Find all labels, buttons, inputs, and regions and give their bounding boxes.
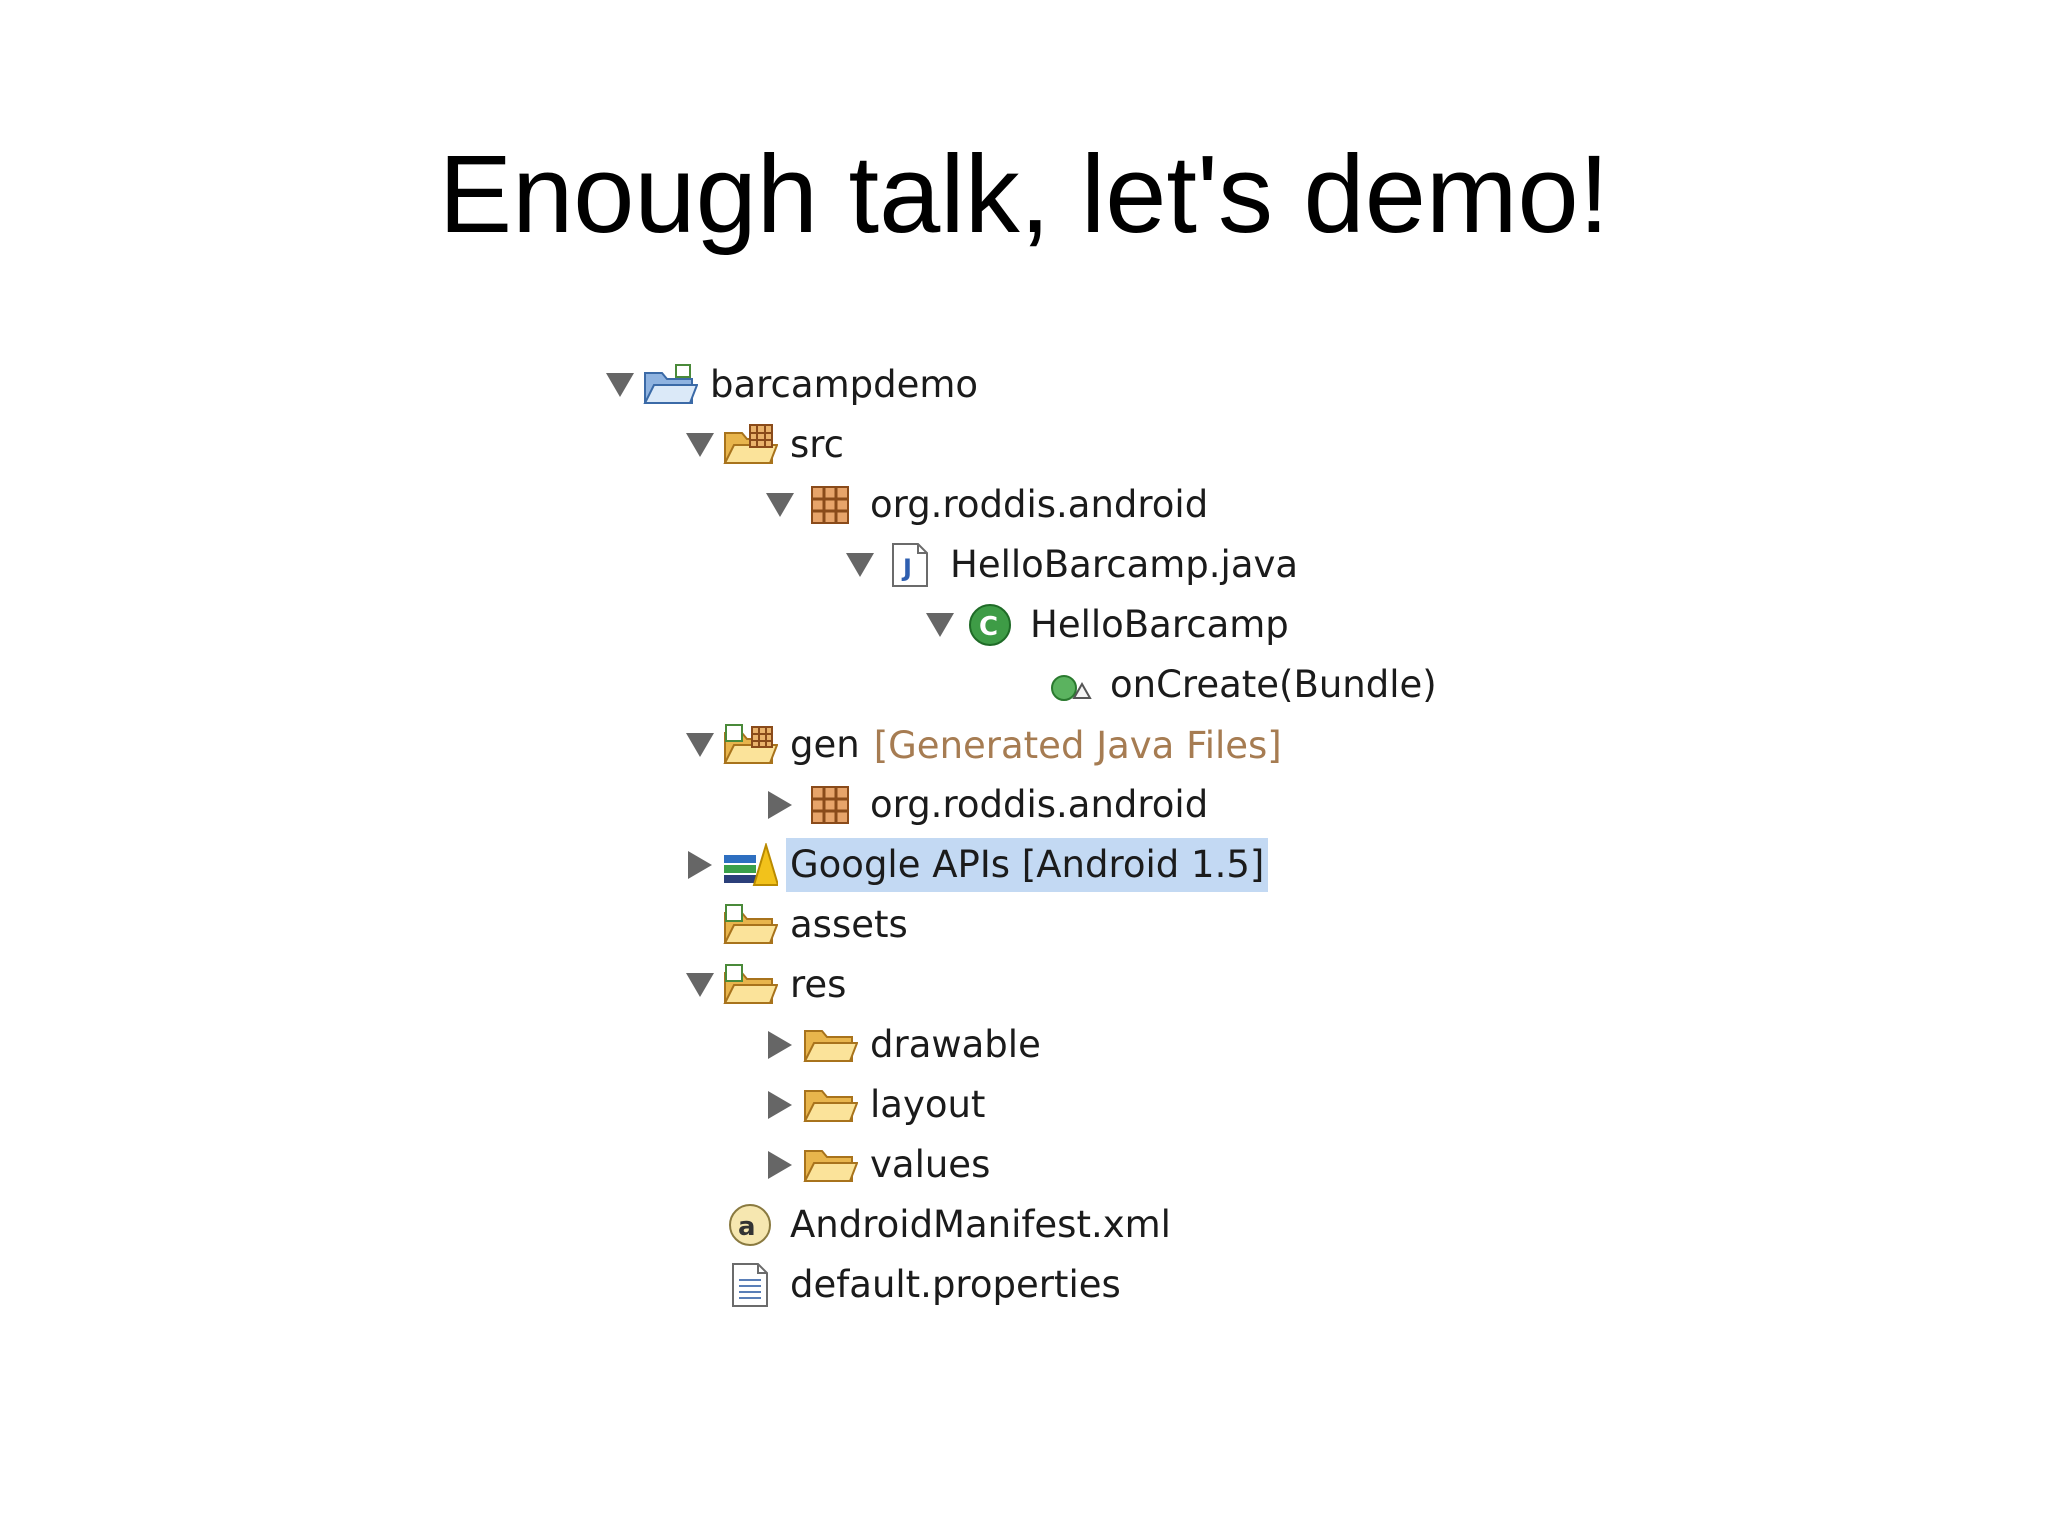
tree-node-gen-package[interactable]: org.roddis.android — [760, 775, 1212, 835]
resource-folder-icon — [720, 955, 780, 1015]
tree-node-values[interactable]: values — [760, 1135, 994, 1195]
tree-node-label: gen — [790, 723, 860, 766]
tree-node-label: default.properties — [790, 1263, 1121, 1306]
expanded-arrow-icon[interactable] — [760, 475, 800, 535]
tree-node-label: onCreate(Bundle) — [1110, 663, 1437, 706]
android-manifest-icon: a — [720, 1195, 780, 1255]
collapsed-arrow-icon[interactable] — [760, 1135, 800, 1195]
tree-node-label: org.roddis.android — [870, 783, 1209, 826]
project-folder-icon — [640, 355, 700, 415]
tree-node-layout[interactable]: layout — [760, 1075, 989, 1135]
svg-text:J: J — [901, 554, 912, 582]
tree-node-google-apis[interactable]: Google APIs [Android 1.5] — [680, 835, 1269, 895]
collapsed-arrow-icon[interactable] — [680, 835, 720, 895]
tree-node-label: HelloBarcamp — [1030, 603, 1289, 646]
tree-node-label: res — [790, 963, 847, 1006]
folder-icon — [800, 1075, 860, 1135]
java-file-icon: J — [880, 535, 940, 595]
tree-node-class[interactable]: C HelloBarcamp — [920, 595, 1293, 655]
expanded-arrow-icon[interactable] — [840, 535, 880, 595]
resource-folder-icon — [720, 895, 780, 955]
tree-node-android-manifest[interactable]: a AndroidManifest.xml — [680, 1195, 1175, 1255]
tree-node-label: src — [790, 423, 845, 466]
svg-text:C: C — [979, 612, 998, 642]
collapsed-arrow-icon[interactable] — [760, 1015, 800, 1075]
tree-node-decoration: [Generated Java Files] — [873, 723, 1282, 767]
tree-node-label: org.roddis.android — [870, 483, 1209, 526]
package-icon — [800, 475, 860, 535]
expanded-arrow-icon[interactable] — [680, 955, 720, 1015]
tree-spacer — [680, 895, 720, 955]
tree-node-barcampdemo[interactable]: barcampdemo — [600, 355, 982, 415]
package-icon — [800, 775, 860, 835]
library-icon — [720, 835, 780, 895]
tree-node-java-file[interactable]: J HelloBarcamp.java — [840, 535, 1302, 595]
tree-node-default-properties[interactable]: default.properties — [680, 1255, 1125, 1315]
package-explorer-tree: barcampdemo src org.roddis.android J Hel… — [600, 355, 1500, 1415]
slide-title: Enough talk, let's demo! — [438, 133, 1610, 256]
tree-node-label: AndroidManifest.xml — [790, 1203, 1171, 1246]
tree-node-label: layout — [870, 1083, 986, 1126]
tree-node-label: assets — [790, 903, 908, 946]
tree-node-label: values — [870, 1143, 991, 1186]
method-icon — [1040, 655, 1100, 715]
folder-icon — [800, 1135, 860, 1195]
expanded-arrow-icon[interactable] — [920, 595, 960, 655]
tree-node-gen[interactable]: gen [Generated Java Files] — [680, 715, 1282, 775]
generated-folder-icon — [720, 715, 780, 775]
tree-spacer — [680, 1195, 720, 1255]
tree-node-drawable[interactable]: drawable — [760, 1015, 1045, 1075]
tree-node-package[interactable]: org.roddis.android — [760, 475, 1212, 535]
svg-text:a: a — [738, 1212, 756, 1242]
tree-spacer — [1000, 655, 1040, 715]
collapsed-arrow-icon[interactable] — [760, 775, 800, 835]
source-folder-icon — [720, 415, 780, 475]
tree-node-assets[interactable]: assets — [680, 895, 912, 955]
expanded-arrow-icon[interactable] — [680, 415, 720, 475]
tree-node-label: barcampdemo — [710, 363, 979, 406]
text-file-icon — [720, 1255, 780, 1315]
tree-spacer — [680, 1255, 720, 1315]
expanded-arrow-icon[interactable] — [680, 715, 720, 775]
expanded-arrow-icon[interactable] — [600, 355, 640, 415]
tree-node-label: drawable — [870, 1023, 1041, 1066]
class-icon: C — [960, 595, 1020, 655]
tree-node-label: Google APIs [Android 1.5] — [786, 838, 1269, 892]
tree-node-src[interactable]: src — [680, 415, 848, 475]
folder-icon — [800, 1015, 860, 1075]
collapsed-arrow-icon[interactable] — [760, 1075, 800, 1135]
tree-node-res[interactable]: res — [680, 955, 850, 1015]
tree-node-label: HelloBarcamp.java — [950, 543, 1299, 586]
tree-node-method[interactable]: onCreate(Bundle) — [1000, 655, 1441, 715]
